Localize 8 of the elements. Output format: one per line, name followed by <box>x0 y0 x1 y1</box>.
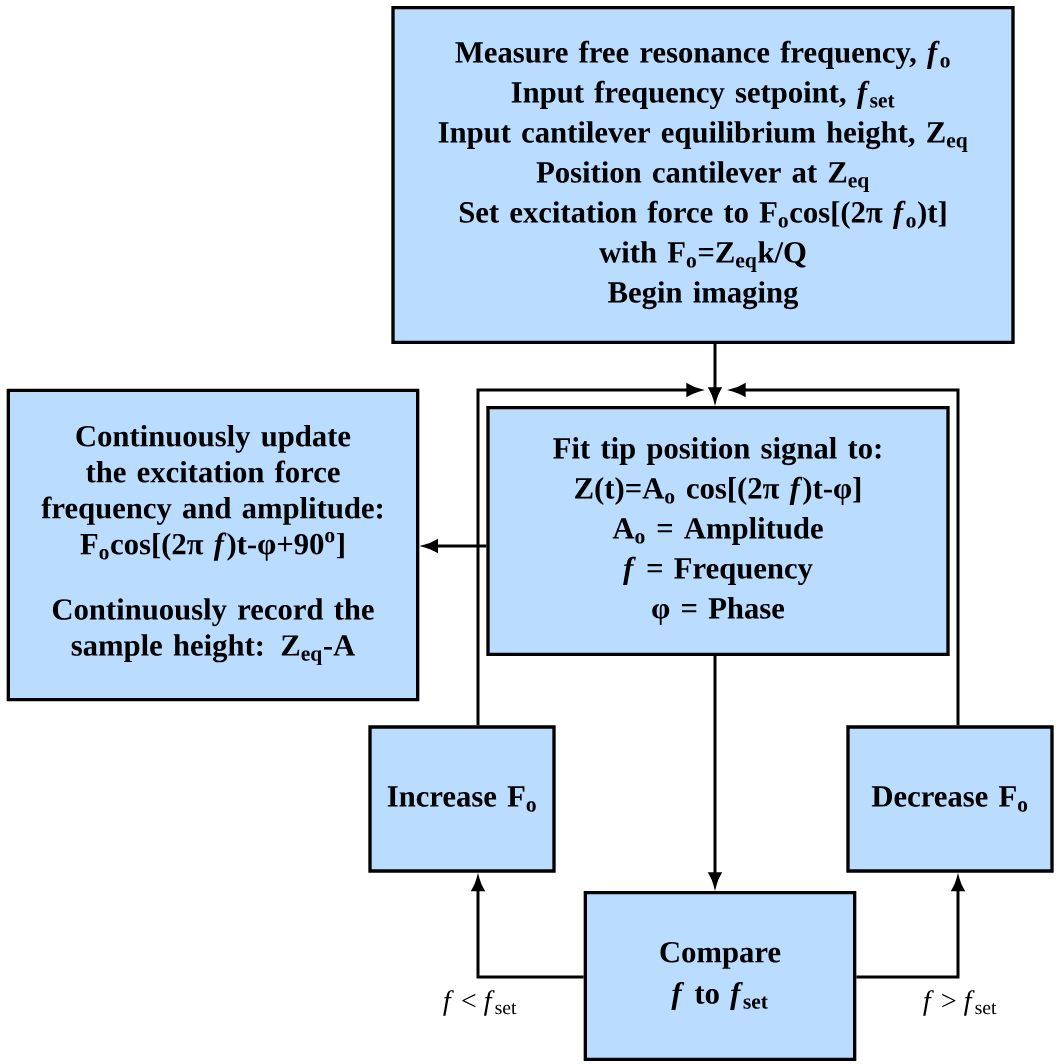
process-box: Compare f to f$_{set}$ <box>583 891 857 1061</box>
process-box: Fit tip position signal to: Z(t)=A$_{o}$ cos[(2π f)t-φ] A$_{o}$ = Amplitude f = Frequency φ = Phase <box>486 406 950 656</box>
process-box: Measure free resonance frequency, f$_{o}$ Input frequency setpoint, f$_{set}$ Input cantilever equilibrium height, Z$_{eq}$ Position cantilever at Z$_{eq}$ Set excitation force to F$_{o}$cos[(2π f$_{o}$)t] with F$_{o}$=Z$_{eq}$k/Q Begin imaging <box>391 6 1015 344</box>
process-box: Decrease F$_{o}$ <box>846 725 1054 873</box>
edge-label: f > f$_{set}$ <box>921 988 999 1018</box>
process-box: Continuously update the excitation force frequency and amplitude: F$_{o}$cos[(2π f)t-φ+90$^{o}$] Continuously record the sample height: Z$_{eq}$-A <box>6 388 420 702</box>
process-box: Increase F$_{o}$ <box>368 725 556 873</box>
edge-label: f < f$_{set}$ <box>441 988 519 1018</box>
